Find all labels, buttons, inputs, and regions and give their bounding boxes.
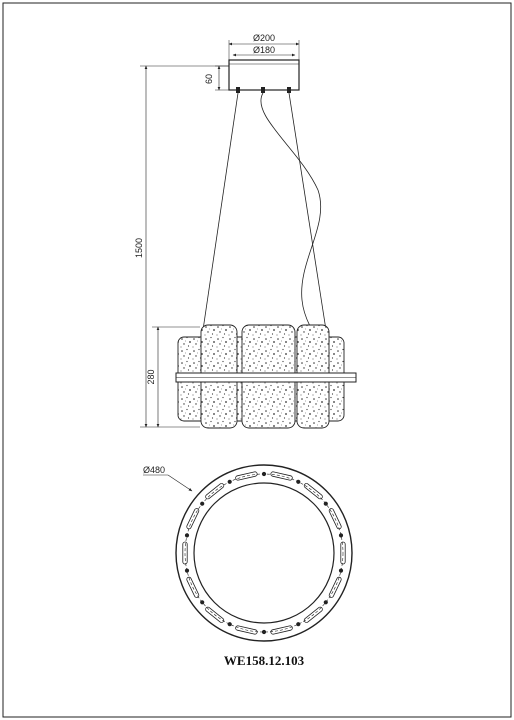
- ring-fixing-dot: [261, 471, 267, 477]
- ring-slot: [303, 606, 323, 623]
- canopy: [228, 59, 300, 93]
- ring-fixing-dot: [200, 600, 205, 605]
- ring-fixing-dot: [338, 568, 344, 573]
- ring-fixing-dots: [184, 471, 344, 635]
- ring-slot: [182, 541, 188, 565]
- ring-fixing-dot: [323, 600, 328, 605]
- ring-fixing-dot: [296, 479, 301, 484]
- ring-slot: [205, 483, 225, 500]
- lamp-body: [175, 324, 357, 429]
- ring-slot: [186, 508, 200, 530]
- ring-slot: [186, 576, 200, 598]
- ring-fixing-dot: [184, 533, 190, 538]
- ring-slots: [182, 471, 346, 635]
- canopy-height-label: 60: [204, 74, 214, 84]
- ring-fixing-dot: [227, 622, 232, 627]
- ring-fixing-dot: [338, 533, 344, 538]
- ring-slot: [303, 483, 323, 500]
- ring-slot: [270, 625, 293, 635]
- body-height-label: 280: [146, 369, 156, 384]
- dimension-ring-diameter: Ø480: [143, 465, 193, 492]
- dimension-canopy-height: 60: [204, 65, 229, 91]
- ring-top-view: [175, 464, 353, 642]
- ring-slot: [235, 625, 258, 635]
- canopy-inner-diameter-label: Ø180: [253, 45, 275, 55]
- suspension-cables: [202, 92, 327, 346]
- ring-fixing-dot: [261, 629, 267, 635]
- total-height-label: 1500: [134, 238, 144, 258]
- dimension-body-height: 280: [146, 326, 200, 428]
- canopy-outer-diameter-label: Ø200: [253, 33, 275, 43]
- ring-slot: [235, 471, 258, 481]
- dimension-total-height: 1500: [134, 65, 229, 428]
- ring-fixing-dot: [184, 568, 190, 573]
- ring-slot: [270, 471, 293, 481]
- ring-fixing-dot: [227, 479, 232, 484]
- dimension-canopy-outer: Ø200: [228, 33, 300, 60]
- dimension-canopy-inner: Ø180: [232, 45, 296, 57]
- ring-slot: [340, 541, 346, 565]
- ring-fixing-dot: [296, 622, 301, 627]
- model-code: WE158.12.103: [224, 653, 305, 668]
- ring-slot: [205, 606, 225, 623]
- ring-fixing-dot: [200, 501, 205, 506]
- ring-slot: [328, 576, 342, 598]
- ring-slot: [328, 508, 342, 530]
- ring-diameter-label: Ø480: [143, 465, 165, 475]
- ring-fixing-dot: [323, 501, 328, 506]
